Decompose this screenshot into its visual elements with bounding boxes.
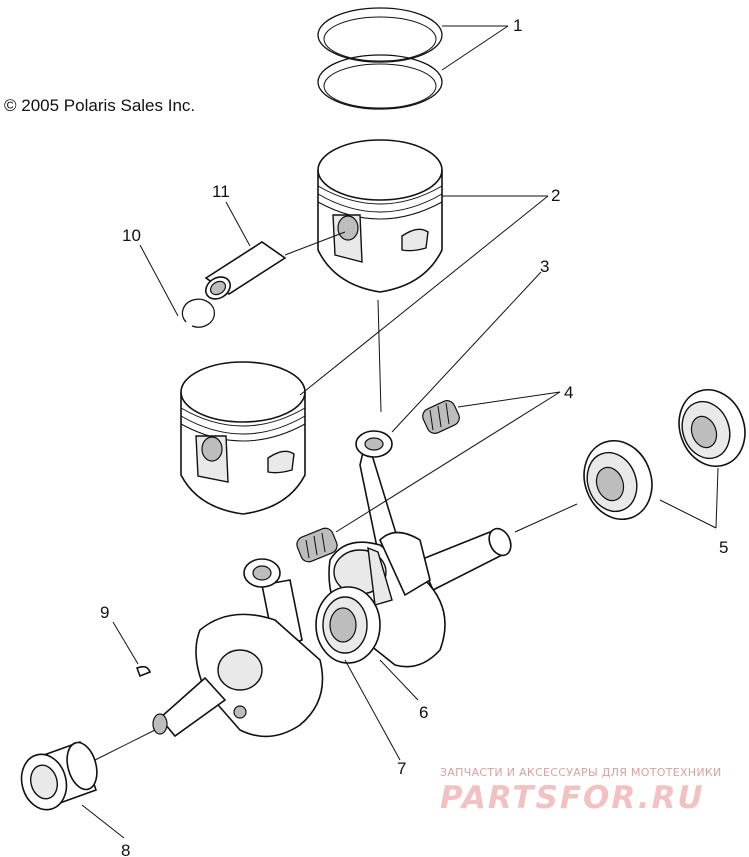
watermark-brand: PARTSFOR.RU [440,780,705,816]
callout-5: 5 [719,538,728,557]
piston-lower [180,361,306,515]
callout-labels: 1 2 3 4 5 6 7 8 9 10 11 [100,16,728,857]
woodruff-key [135,665,152,678]
main-bearing-right-1 [514,439,653,533]
crankshaft [152,527,512,738]
watermark-subtitle: ЗАПЧАСТИ И АКСЕССУАРЫ ДЛЯ МОТОТЕХНИКИ [440,766,722,779]
callout-3: 3 [540,257,549,276]
main-bearing-right-2 [678,388,746,468]
callout-2: 2 [551,186,560,205]
callout-8: 8 [121,841,130,857]
callout-7: 7 [397,759,406,778]
watermark: ЗАПЧАСТИ И АКСЕССУАРЫ ДЛЯ МОТОТЕХНИКИ PA… [440,766,722,816]
needle-bearing-upper [422,400,460,434]
wrist-pin [204,231,346,300]
copyright-text: © 2005 Polaris Sales Inc. [4,96,195,115]
callout-11: 11 [212,182,230,201]
piston-upper [317,139,443,293]
callout-6: 6 [419,703,428,722]
piston-rings [317,7,443,110]
leader-lines [81,25,719,839]
main-bearing-left [20,729,156,811]
circlip [181,298,216,328]
callout-10: 10 [122,226,141,245]
needle-bearing-lower [296,527,338,563]
callout-4: 4 [564,383,573,402]
callout-9: 9 [100,603,109,622]
connecting-rod [355,299,399,554]
callout-1: 1 [513,16,522,35]
